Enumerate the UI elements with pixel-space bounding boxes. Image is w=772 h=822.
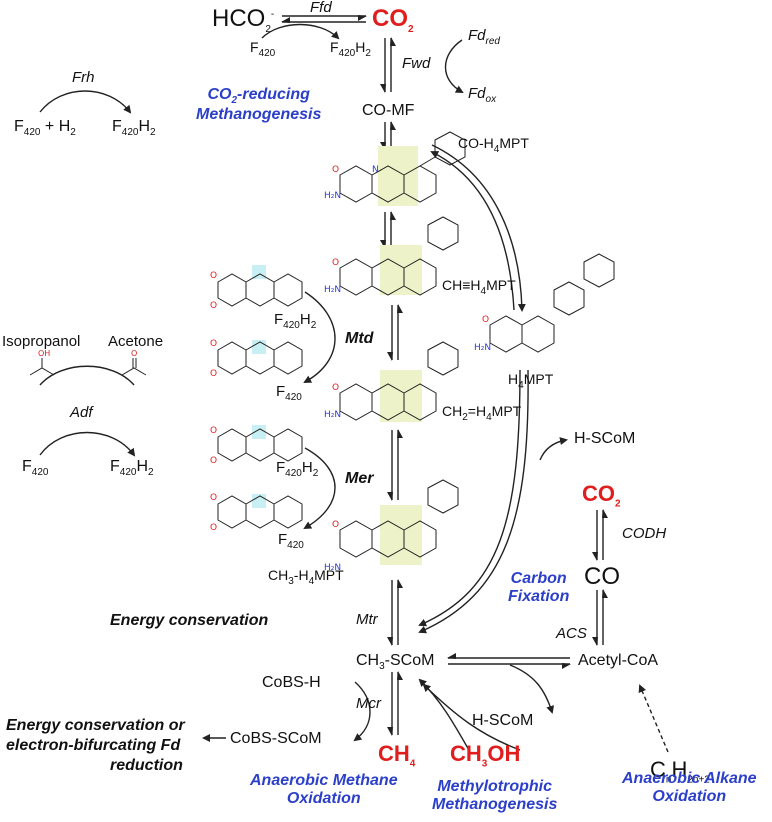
- frh-enzyme-label: Frh: [72, 69, 95, 86]
- h4mpt-label: H4MPT: [508, 371, 554, 391]
- f420-structure-2: O O: [210, 493, 303, 533]
- methyl-h4mpt-label: CH3-H4MPT: [268, 567, 344, 587]
- ffd-f420-label: F420: [250, 39, 276, 59]
- acetone-structure: [121, 358, 147, 376]
- svg-text:H₂N: H₂N: [324, 563, 341, 573]
- adf-f420h2-label: F420H2: [110, 458, 154, 479]
- adf-upper-arc: [39, 365, 135, 386]
- cobs-h-label: CoBS-H: [262, 674, 321, 691]
- formyl-h4mpt-structure: O N H₂N: [324, 131, 466, 206]
- svg-text:O: O: [332, 520, 339, 530]
- svg-text:O: O: [210, 456, 217, 466]
- acetone-label: Acetone: [108, 333, 164, 350]
- f420-structure-1: O O: [210, 339, 303, 379]
- adf-enzyme-label: Adf: [70, 404, 93, 421]
- mer-f420-label: F420: [278, 531, 304, 551]
- co-mf-label: CO-MF: [362, 102, 415, 119]
- mtd-enzyme-label: Mtd: [345, 330, 374, 347]
- acs-enzyme-label: ACS: [556, 625, 587, 642]
- svg-text:O: O: [210, 301, 217, 311]
- methenyl-h4mpt-label: CH≡H4MPT: [442, 277, 516, 297]
- co-label: CO: [584, 563, 620, 590]
- svg-text:O: O: [332, 258, 339, 268]
- cobs-scom-label: CoBS-SCoM: [230, 730, 322, 747]
- f420-plus-h2-label: F420 + H2: [14, 118, 76, 139]
- mtd-f420-label: F420: [276, 383, 302, 403]
- coh4mpt-to-h4mpt-arrow: [431, 144, 526, 312]
- ffd-f420h2-label: F420H2: [330, 39, 371, 59]
- ch3oh-label: CH3OH: [450, 741, 521, 770]
- energy-conservation-label: Energy conservation: [110, 612, 269, 629]
- mtr-enzyme-label: Mtr: [356, 611, 378, 628]
- svg-text:O: O: [210, 426, 217, 436]
- ch4-label: CH4: [378, 741, 416, 770]
- f420h2-structure-2: O O: [210, 425, 303, 466]
- mtd-cofactor-arc: [303, 291, 336, 383]
- methylene-h4mpt-structure: O H₂N: [324, 341, 459, 422]
- formate-label: HCO2-: [212, 5, 275, 35]
- alkane-label: CnH2n+2: [650, 757, 710, 786]
- fd-ox-label: Fdox: [468, 85, 497, 105]
- svg-text:H₂N: H₂N: [324, 191, 341, 201]
- co2-right-label: CO2: [582, 481, 621, 510]
- svg-text:O: O: [210, 369, 217, 379]
- svg-text:O: O: [332, 383, 339, 393]
- mer-cofactor-arc: [303, 447, 336, 529]
- h4mpt-structure: O H₂N: [474, 253, 615, 353]
- svg-text:O: O: [210, 271, 217, 281]
- svg-text:H₂N: H₂N: [474, 343, 491, 353]
- fd-arc: [445, 39, 464, 93]
- co2-top-label: CO2: [372, 5, 414, 35]
- fwd-enzyme-label: Fwd: [402, 55, 431, 72]
- f420h2-structure-1: O O: [210, 265, 303, 311]
- svg-text:H₂N: H₂N: [324, 410, 341, 420]
- isopropanol-label: Isopropanol: [2, 333, 81, 350]
- methyl-h4mpt-structure: O H₂N: [324, 479, 459, 573]
- hscom-upper-label: H-SCoM: [574, 430, 636, 447]
- svg-text:H₂N: H₂N: [324, 285, 341, 295]
- svg-text:O: O: [210, 493, 217, 503]
- ch3-scom-label: CH3-SCoM: [356, 652, 435, 673]
- hscom-lower-label: H-SCoM: [472, 712, 534, 729]
- svg-text:O: O: [332, 165, 339, 175]
- svg-text:O: O: [210, 523, 217, 533]
- svg-text:N: N: [372, 165, 379, 175]
- mer-f420h2-label: F420H2: [276, 459, 319, 479]
- acetyl-coa-label: Acetyl-CoA: [578, 652, 659, 669]
- frh-arc: [39, 90, 132, 114]
- svg-text:OH: OH: [38, 349, 50, 358]
- frh-f420h2-label: F420H2: [112, 118, 156, 139]
- adf-lower-arc: [39, 431, 136, 457]
- svg-text:O: O: [210, 339, 217, 349]
- h4mpt-to-ch3scom-arrow: [418, 369, 521, 627]
- ffd-enzyme-label: Ffd: [310, 0, 332, 16]
- ffd-cofactor-arc: [261, 23, 340, 40]
- fd-red-label: Fdred: [468, 27, 500, 47]
- mcr-enzyme-label: Mcr: [356, 695, 381, 712]
- co-h4mpt-label: CO-H4MPT: [458, 135, 529, 155]
- adf-f420-label: F420: [22, 458, 49, 479]
- svg-text:O: O: [482, 315, 489, 325]
- codh-enzyme-label: CODH: [622, 525, 667, 542]
- methylene-h4mpt-label: CH2=H4MPT: [442, 403, 522, 423]
- svg-text:O: O: [131, 349, 137, 358]
- mcr-cofactor-arc: [353, 681, 371, 742]
- mer-enzyme-label: Mer: [345, 470, 374, 487]
- methenyl-h4mpt-structure: O H₂N: [324, 216, 459, 296]
- alkane-dashed-arrow: [638, 684, 669, 753]
- mtd-f420h2-label: F420H2: [274, 311, 317, 331]
- isopropanol-structure: [29, 358, 55, 376]
